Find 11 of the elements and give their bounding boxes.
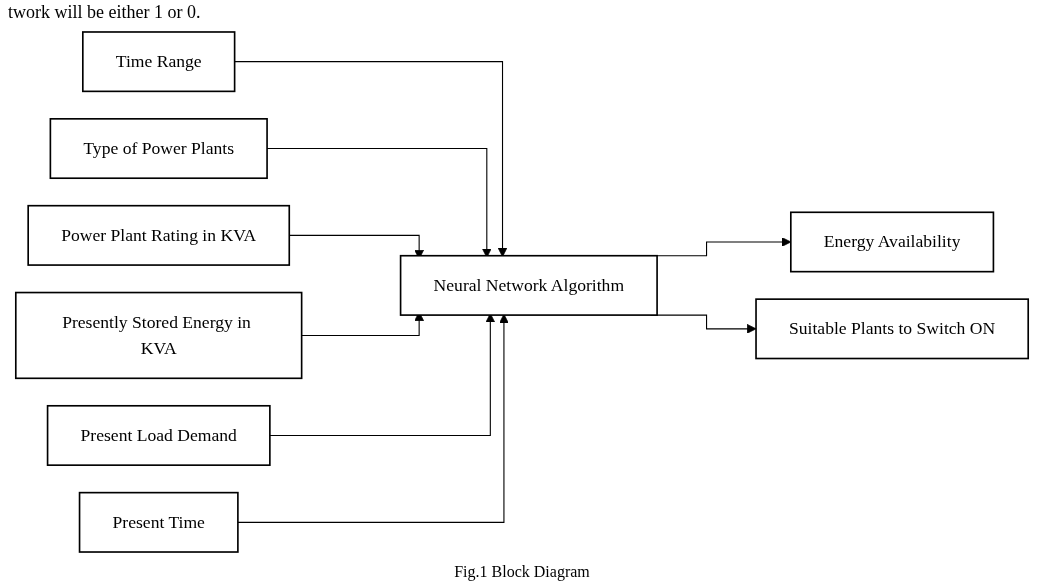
node-box: Present Time xyxy=(78,491,239,553)
node-box: Presently Stored Energy in KVA xyxy=(14,291,303,380)
note-text: twork will be either 1 or 0. xyxy=(8,2,201,22)
figure-caption: Fig.1 Block Diagram xyxy=(454,563,590,581)
node-box: Neural Network Algorithm xyxy=(399,254,658,316)
node-box: Time Range xyxy=(82,31,236,93)
node-box: Energy Availability xyxy=(790,211,995,273)
node-box: Suitable Plants to Switch ON xyxy=(755,298,1030,360)
node-box: Present Load Demand xyxy=(46,404,271,466)
node-box: Type of Power Plants xyxy=(49,118,268,180)
node-box: Power Plant Rating in KVA xyxy=(27,204,291,266)
